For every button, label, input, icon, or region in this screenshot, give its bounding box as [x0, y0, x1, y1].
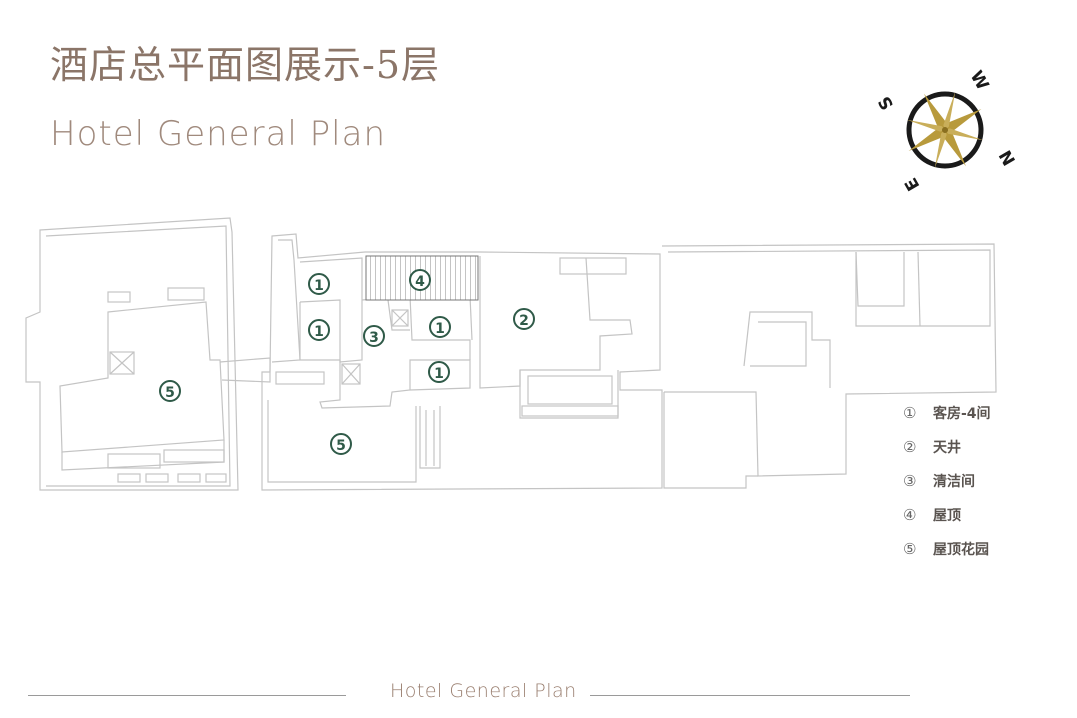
marker-room-1d: 1	[428, 361, 450, 383]
legend-item: ③ 清洁间	[903, 464, 991, 498]
marker-cleaning-3: 3	[363, 325, 385, 347]
marker-atrium-2: 2	[513, 308, 535, 330]
page-subtitle: Hotel General Plan	[50, 114, 387, 154]
marker-roof-4: 4	[409, 269, 431, 291]
legend: ① 客房-4间 ② 天井 ③ 清洁间 ④ 屋顶 ⑤ 屋顶花园	[903, 396, 991, 566]
legend-number: ①	[903, 404, 917, 422]
legend-number: ②	[903, 438, 917, 456]
svg-text:5: 5	[165, 385, 175, 401]
marker-room-1a: 1	[308, 273, 330, 295]
svg-text:5: 5	[336, 438, 346, 454]
svg-text:1: 1	[314, 278, 324, 294]
legend-item: ⑤ 屋顶花园	[903, 532, 991, 566]
marker-room-1b: 1	[308, 319, 330, 341]
svg-text:2: 2	[519, 313, 529, 329]
plan-outlines	[25, 217, 997, 491]
footer-title: Hotel General Plan	[390, 680, 577, 702]
footer-divider-left	[28, 695, 346, 696]
marker-garden-5a: 5	[159, 380, 181, 402]
legend-label: 清洁间	[933, 474, 975, 490]
marker-room-1c: 1	[429, 316, 451, 338]
svg-text:1: 1	[314, 324, 324, 340]
footer-divider-right	[590, 695, 910, 696]
page-title: 酒店总平面图展示-5层	[50, 43, 441, 87]
legend-label: 客房-4间	[933, 406, 991, 422]
svg-text:1: 1	[435, 321, 445, 337]
legend-label: 天井	[933, 440, 961, 456]
legend-number: ④	[903, 506, 917, 524]
legend-label: 屋顶花园	[933, 542, 989, 558]
marker-garden-5b: 5	[330, 433, 352, 455]
svg-text:4: 4	[415, 274, 425, 290]
legend-item: ② 天井	[903, 430, 991, 464]
svg-text:1: 1	[434, 366, 444, 382]
legend-item: ④ 屋顶	[903, 498, 991, 532]
legend-item: ① 客房-4间	[903, 396, 991, 430]
marker-group: 1 1 1 1 2 3 4 5	[159, 269, 535, 455]
compass-icon: W N E S	[875, 68, 1018, 194]
legend-number: ③	[903, 472, 917, 490]
svg-text:3: 3	[369, 330, 379, 346]
legend-number: ⑤	[903, 540, 917, 558]
legend-label: 屋顶	[933, 508, 961, 524]
